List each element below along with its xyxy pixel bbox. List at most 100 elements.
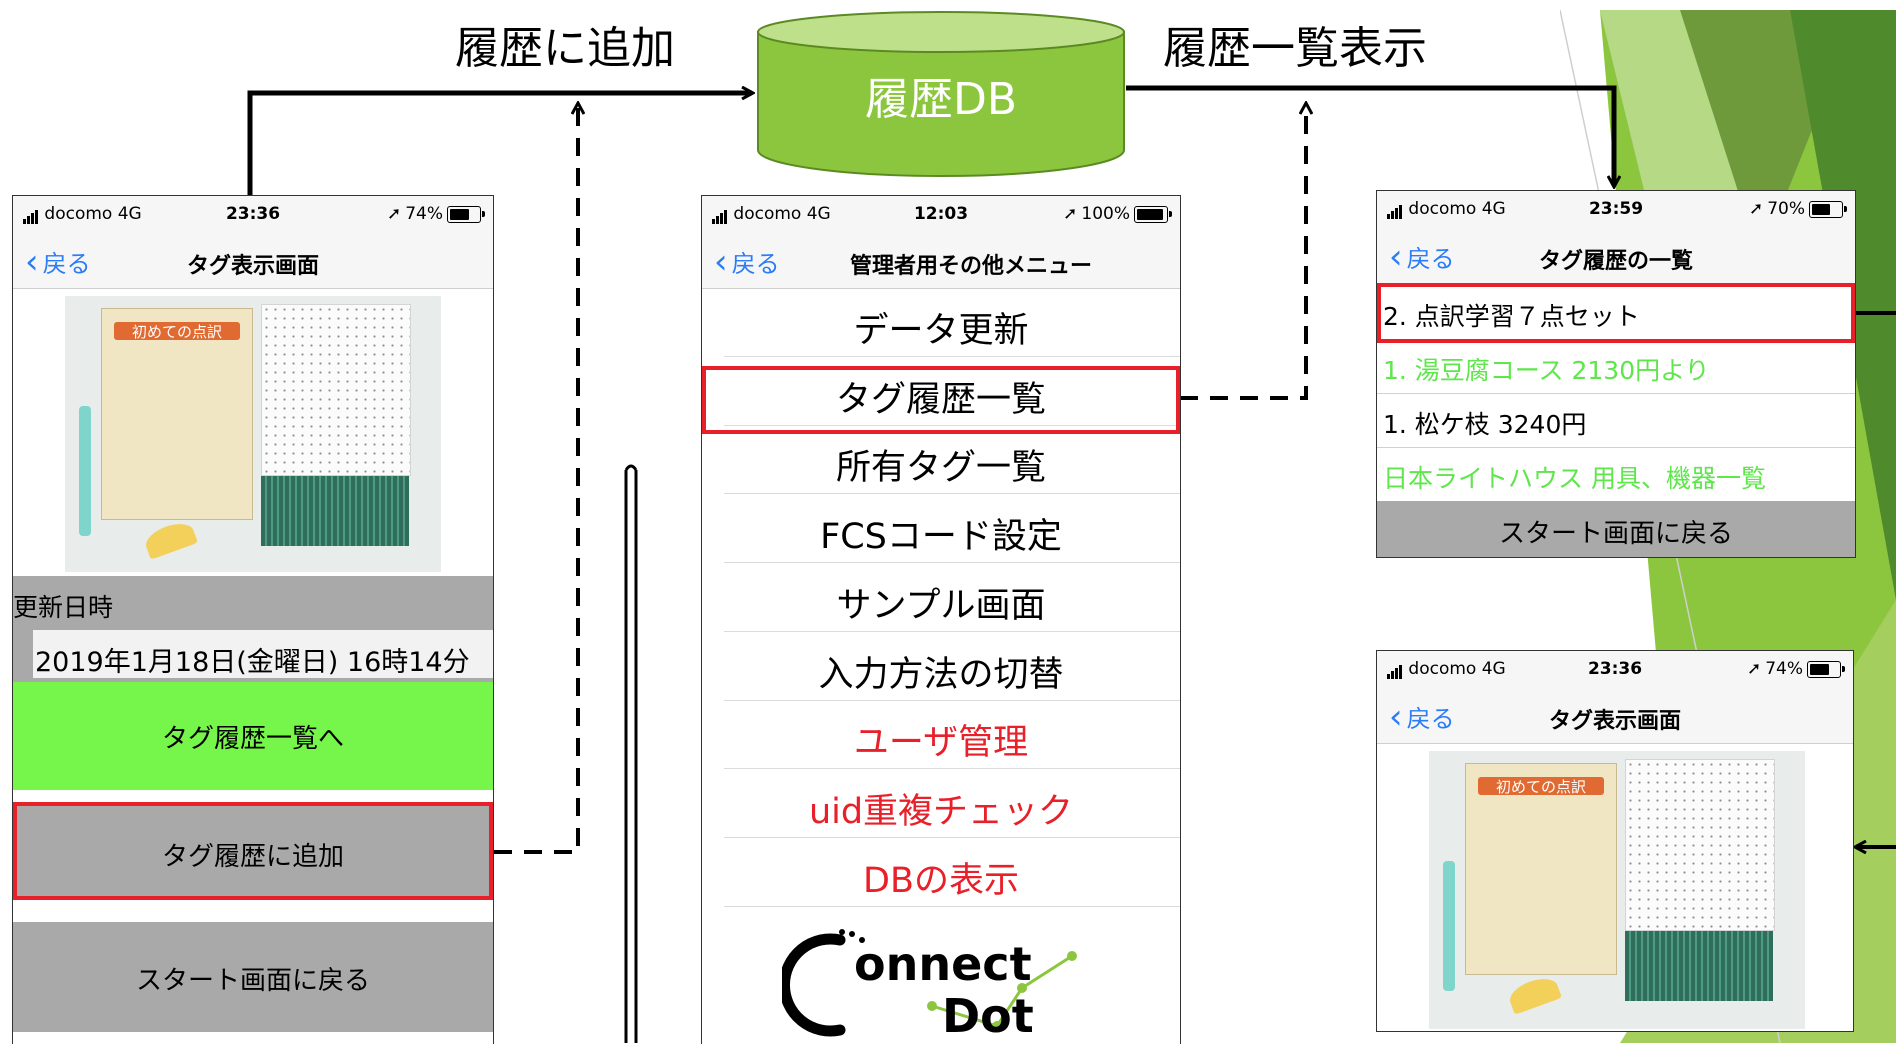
- history-db-label: 履歴DB: [864, 74, 1018, 125]
- show-history-label: 履歴一覧表示: [1163, 23, 1427, 74]
- menu-item[interactable]: 所有タグ一覧: [835, 448, 1046, 489]
- back-to-start-button[interactable]: [1377, 501, 1855, 557]
- carrier-text: docomo 4G: [1408, 659, 1506, 679]
- signal-icon: [1387, 659, 1403, 679]
- battery-percent: 74%: [405, 204, 443, 224]
- add-to-history-highlight: [13, 802, 493, 900]
- add-to-history-label: 履歴に追加: [455, 23, 675, 74]
- history-item-highlight: [1377, 283, 1855, 343]
- nav-bar: ‹ 戻る タグ表示画面: [1377, 687, 1853, 744]
- status-bar: docomo 4G 12:03 ➚ 100%: [702, 196, 1180, 232]
- status-time: 12:03: [913, 204, 969, 224]
- carrier-text: docomo 4G: [733, 204, 831, 224]
- history-separator: [1377, 393, 1855, 394]
- chevron-left-icon: ‹: [714, 241, 728, 282]
- connect-dot-logo: onnect Dot: [782, 929, 1077, 1043]
- book-title: 初めての点訳: [114, 321, 240, 341]
- history-list-item[interactable]: 1. 松ケ枝 3240円: [1383, 410, 1587, 439]
- back-label: 戻る: [1406, 705, 1455, 733]
- battery-percent: 100%: [1081, 204, 1130, 224]
- dashed-menu-item: [1180, 104, 1306, 400]
- update-value: 2019年1月18日(金曜日) 16時14分: [35, 647, 470, 678]
- back-button[interactable]: ‹ 戻る: [1389, 239, 1455, 274]
- back-label: 戻る: [731, 250, 780, 278]
- to-history-list-label: タグ履歴一覧へ: [161, 724, 344, 754]
- history-list-item[interactable]: 2. 点訳学習７点セット: [1383, 302, 1640, 331]
- status-time: 23:36: [1587, 659, 1643, 679]
- menu-item[interactable]: ユーザ管理: [853, 723, 1029, 764]
- back-to-start-label: スタート画面に戻る: [1498, 519, 1733, 549]
- arrow-add-to-db: [247, 93, 752, 195]
- location-icon: ➚: [386, 204, 402, 224]
- menu-item[interactable]: データ更新: [853, 311, 1029, 351]
- status-bar: docomo 4G 23:36 ➚ 74%: [1377, 651, 1853, 687]
- menu-separator: [724, 424, 1180, 426]
- back-to-start-button[interactable]: [13, 922, 493, 1032]
- menu-item[interactable]: uid重複チェック: [808, 791, 1074, 832]
- add-to-history-label: タグ履歴に追加: [161, 842, 344, 872]
- menu-separator: [724, 630, 1180, 632]
- back-label: 戻る: [1406, 245, 1455, 273]
- book-title: 初めての点訳: [1478, 776, 1604, 796]
- menu-separator: [724, 836, 1180, 838]
- arrow-db-to-list: [1126, 85, 1614, 186]
- battery-percent: 74%: [1765, 659, 1803, 679]
- history-list-item[interactable]: 1. 湯豆腐コース 2130円より: [1383, 356, 1710, 385]
- back-button[interactable]: ‹ 戻る: [25, 244, 91, 279]
- location-icon: ➚: [1746, 659, 1762, 679]
- tag-display-screen: docomo 4G 23:36 ➚ 74% ‹ 戻る タグ表示画面 初めての点訳…: [12, 195, 494, 1044]
- chevron-left-icon: ‹: [1389, 236, 1403, 277]
- location-icon: ➚: [1063, 204, 1078, 224]
- braille-book-image: 初めての点訳: [101, 308, 253, 520]
- carrier-text: docomo 4G: [44, 204, 142, 224]
- signal-icon: [23, 204, 39, 224]
- back-to-start-label: スタート画面に戻る: [135, 966, 370, 996]
- logo-text-1: onnect: [854, 937, 1032, 991]
- menu-item[interactable]: 入力方法の切替: [818, 654, 1064, 695]
- braille-book-image: 初めての点訳: [1465, 763, 1617, 975]
- menu-item-highlight: [702, 366, 1180, 434]
- carrier-text: docomo 4G: [1408, 199, 1506, 219]
- status-bar: docomo 4G 23:36 ➚ 74%: [13, 196, 493, 232]
- tag-display-screen-2: docomo 4G 23:36 ➚ 74% ‹ 戻る タグ表示画面 初めての点訳: [1376, 650, 1854, 1032]
- menu-separator: [724, 493, 1180, 495]
- menu-separator: [724, 905, 1180, 907]
- signal-icon: [1387, 199, 1403, 219]
- back-label: 戻る: [42, 250, 91, 278]
- history-db-cylinder: [757, 11, 1125, 177]
- chevron-left-icon: ‹: [25, 241, 39, 282]
- add-to-history-button[interactable]: [13, 802, 493, 900]
- nav-bar: ‹ 戻る タグ履歴の一覧: [1377, 227, 1855, 284]
- menu-separator: [724, 768, 1180, 770]
- product-photo: 初めての点訳: [1429, 751, 1805, 1029]
- status-time: 23:59: [1588, 199, 1644, 219]
- menu-item[interactable]: DBの表示: [863, 860, 1019, 901]
- status-bar: docomo 4G 23:59 ➚ 70%: [1377, 191, 1855, 227]
- to-history-list-button[interactable]: [13, 682, 493, 790]
- back-button[interactable]: ‹ 戻る: [714, 244, 780, 279]
- logo-text-2: Dot: [942, 989, 1034, 1043]
- menu-item[interactable]: サンプル画面: [836, 585, 1046, 626]
- dashed-add-button: [494, 104, 578, 854]
- product-photo: 初めての点訳: [65, 296, 441, 572]
- status-time: 23:36: [225, 204, 281, 224]
- nav-bar: ‹ 戻る 管理者用その他メニュー: [702, 232, 1180, 289]
- history-list-screen: docomo 4G 23:59 ➚ 70% ‹ 戻る タグ履歴の一覧 2. 点訳…: [1376, 190, 1856, 558]
- battery-icon: [447, 205, 485, 223]
- chevron-left-icon: ‹: [1389, 696, 1403, 737]
- battery-percent: 70%: [1767, 199, 1805, 219]
- nav-title: タグ表示画面: [186, 254, 319, 279]
- battery-icon: [1807, 660, 1845, 678]
- history-list-item[interactable]: 日本ライトハウス 用具、機器一覧: [1383, 464, 1766, 493]
- update-label: 更新日時: [13, 593, 114, 622]
- back-button[interactable]: ‹ 戻る: [1389, 699, 1455, 734]
- admin-menu-screen: docomo 4G 12:03 ➚ 100% ‹ 戻る 管理者用その他メニュー …: [701, 195, 1181, 1044]
- nav-title: タグ表示画面: [1548, 709, 1681, 734]
- history-separator: [1377, 447, 1855, 448]
- menu-separator: [724, 699, 1180, 701]
- menu-item[interactable]: FCSコード設定: [820, 517, 1062, 558]
- signal-icon: [712, 204, 728, 224]
- nav-title: 管理者用その他メニュー: [849, 254, 1092, 279]
- menu-item[interactable]: タグ履歴一覧: [835, 379, 1046, 420]
- battery-icon: [1809, 200, 1847, 218]
